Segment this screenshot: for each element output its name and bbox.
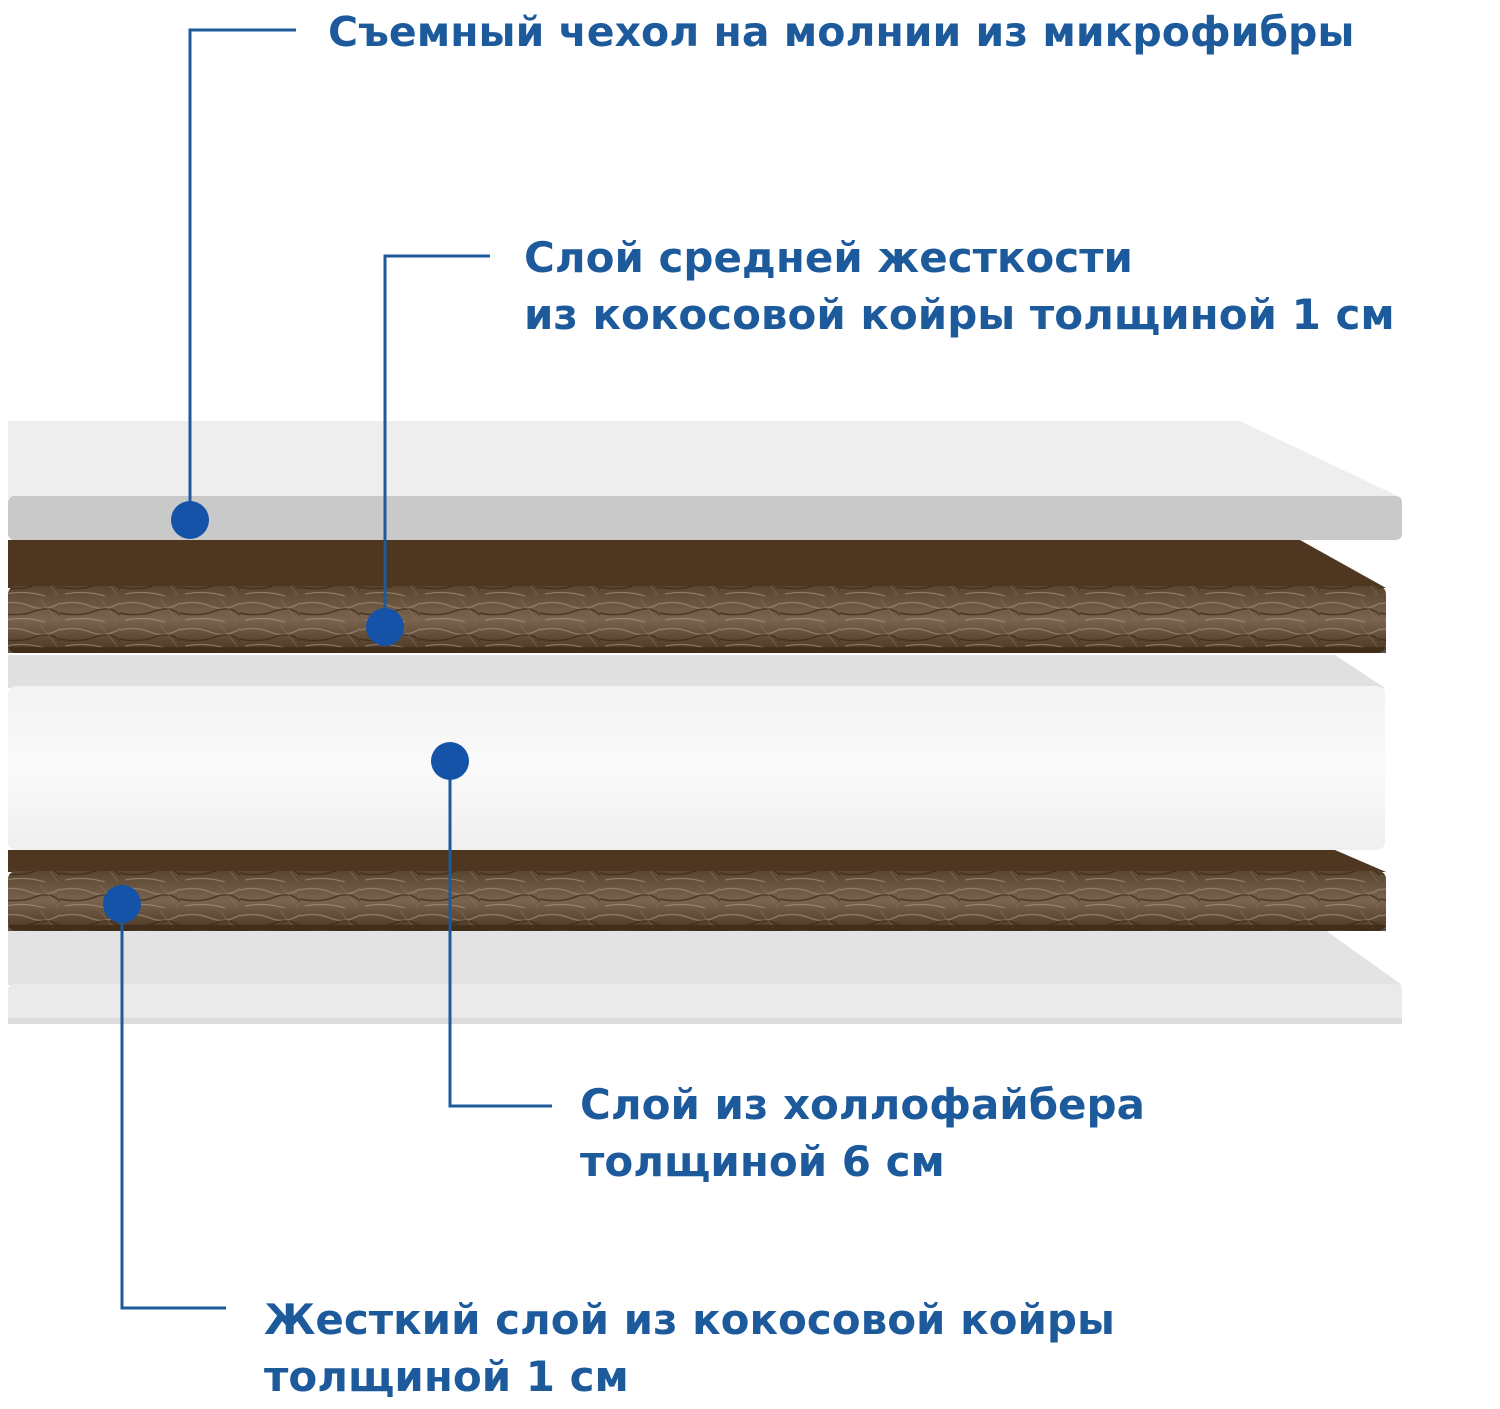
coir-medium-layer	[8, 540, 1386, 653]
cover-top-layer	[8, 421, 1402, 540]
marker-coir-medium	[366, 608, 404, 646]
markers	[103, 501, 469, 923]
label-coir-medium: Слой средней жесткости из кокосовой койр…	[524, 229, 1395, 343]
label-hollofiber-line1: Слой из холлофайбера	[580, 1080, 1145, 1129]
cover-bottom-layer	[8, 930, 1402, 1024]
leader-line-coir-medium	[383, 254, 490, 627]
label-hollofiber: Слой из холлофайбера толщиной 6 см	[580, 1076, 1145, 1190]
marker-hollofiber	[431, 742, 469, 780]
leader-lines	[120, 28, 552, 1310]
label-coir-medium-line2: из кокосовой койры толщиной 1 см	[524, 290, 1395, 339]
leader-line-cover	[188, 28, 296, 520]
leader-line-coir-hard	[120, 904, 226, 1310]
label-hollofiber-line2: толщиной 6 см	[580, 1137, 945, 1186]
marker-cover	[171, 501, 209, 539]
label-cover-text: Съемный чехол на молнии из микрофибры	[328, 8, 1355, 56]
marker-coir-hard	[103, 885, 141, 923]
label-coir-medium-line1: Слой средней жесткости	[524, 233, 1133, 282]
hollofiber-layer	[8, 655, 1385, 850]
coir-hard-layer	[8, 850, 1386, 931]
leader-line-hollofiber	[448, 761, 552, 1108]
label-cover: Съемный чехол на молнии из микрофибры	[328, 4, 1354, 61]
label-coir-hard-line1: Жесткий слой из кокосовой койры	[264, 1295, 1115, 1344]
label-coir-hard-line2: толщиной 1 см	[264, 1352, 629, 1401]
label-coir-hard: Жесткий слой из кокосовой койры толщиной…	[264, 1291, 1115, 1405]
